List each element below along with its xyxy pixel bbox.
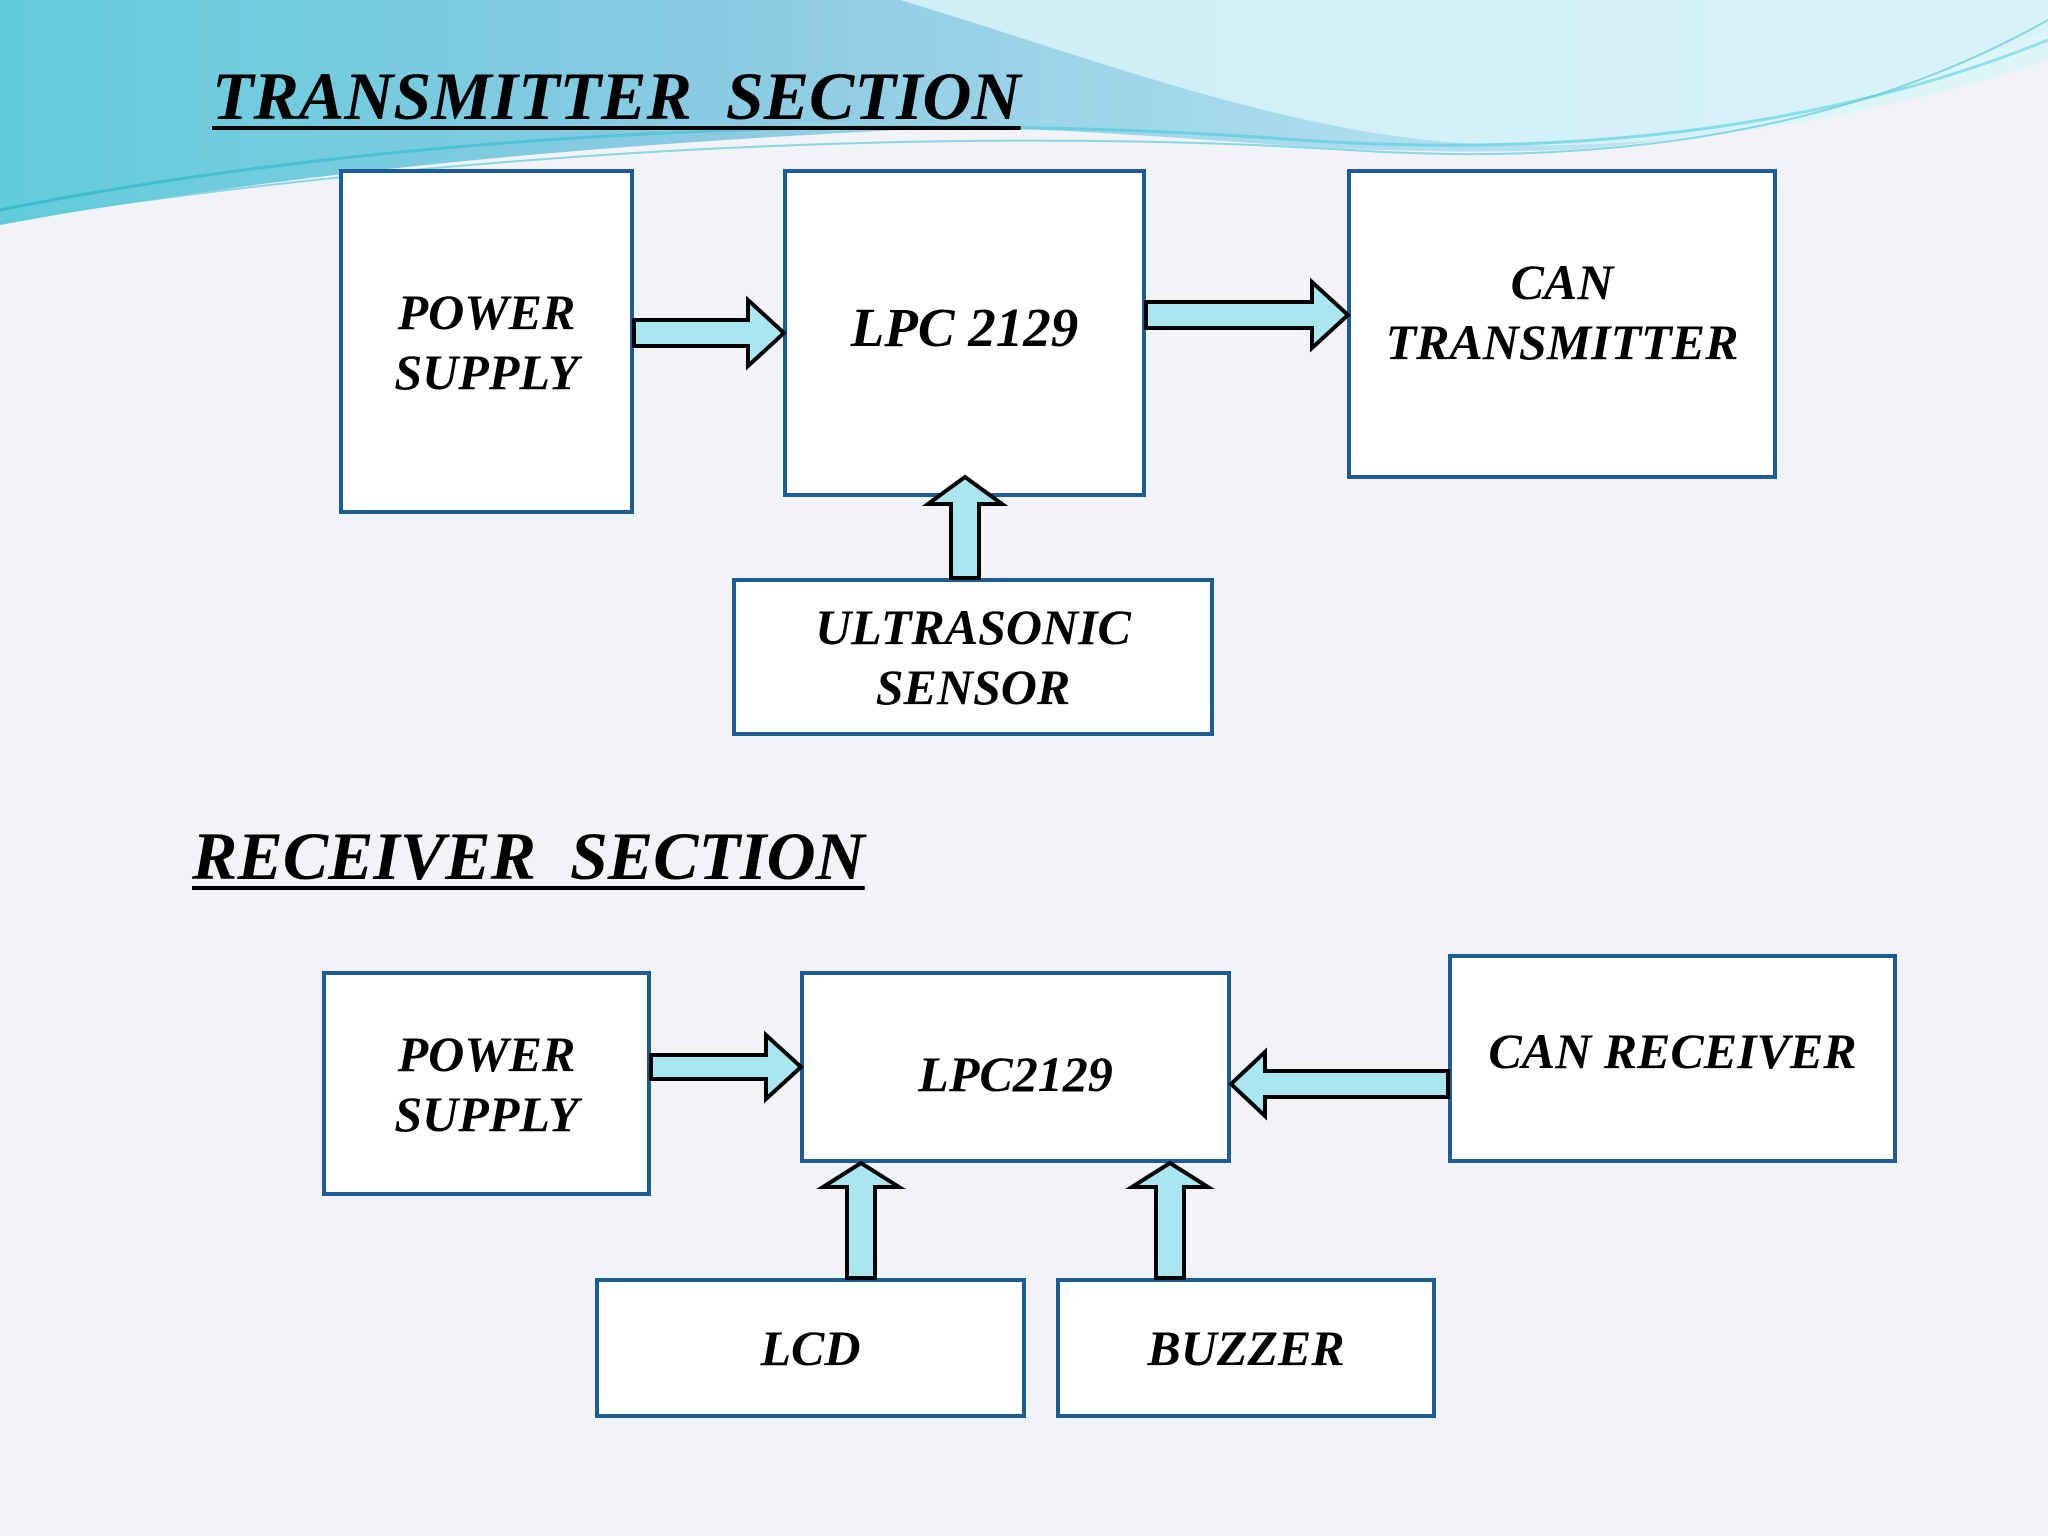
transmitter-section-title: TRANSMITTER SECTION: [212, 58, 1021, 134]
tx-lpc-label: LPC 2129: [850, 297, 1079, 358]
tx-power-supply-block: POWER SUPPLY: [339, 169, 634, 514]
rx-buzzer-block: BUZZER: [1056, 1278, 1436, 1418]
rx-lpc-label: LPC2129: [918, 1046, 1113, 1102]
tx-ultrasonic-sensor-label: ULTRASONIC SENSOR: [815, 599, 1131, 715]
rx-power-supply-block: POWER SUPPLY: [322, 971, 651, 1196]
tx-power-supply-label: POWER SUPPLY: [394, 283, 579, 400]
rx-power-supply-label: POWER SUPPLY: [394, 1025, 579, 1142]
rx-can-receiver-block: CAN RECEIVER: [1448, 954, 1897, 1163]
rx-buzzer-label: BUZZER: [1147, 1320, 1345, 1376]
tx-can-transmitter-label: CAN TRANSMITTER: [1385, 254, 1739, 370]
receiver-section-title: RECEIVER SECTION: [192, 818, 865, 894]
wave-line-1: [0, 38, 2048, 212]
tx-ultrasonic-sensor-block: ULTRASONIC SENSOR: [732, 578, 1214, 736]
wave-light: [900, 0, 2048, 146]
rx-lcd-label: LCD: [760, 1320, 861, 1376]
rx-can-receiver-label: CAN RECEIVER: [1488, 1022, 1857, 1079]
rx-lpc-block: LPC2129: [800, 971, 1231, 1163]
tx-lpc-block: LPC 2129: [783, 169, 1146, 497]
rx-lcd-block: LCD: [595, 1278, 1026, 1418]
tx-can-transmitter-block: CAN TRANSMITTER: [1347, 169, 1777, 479]
